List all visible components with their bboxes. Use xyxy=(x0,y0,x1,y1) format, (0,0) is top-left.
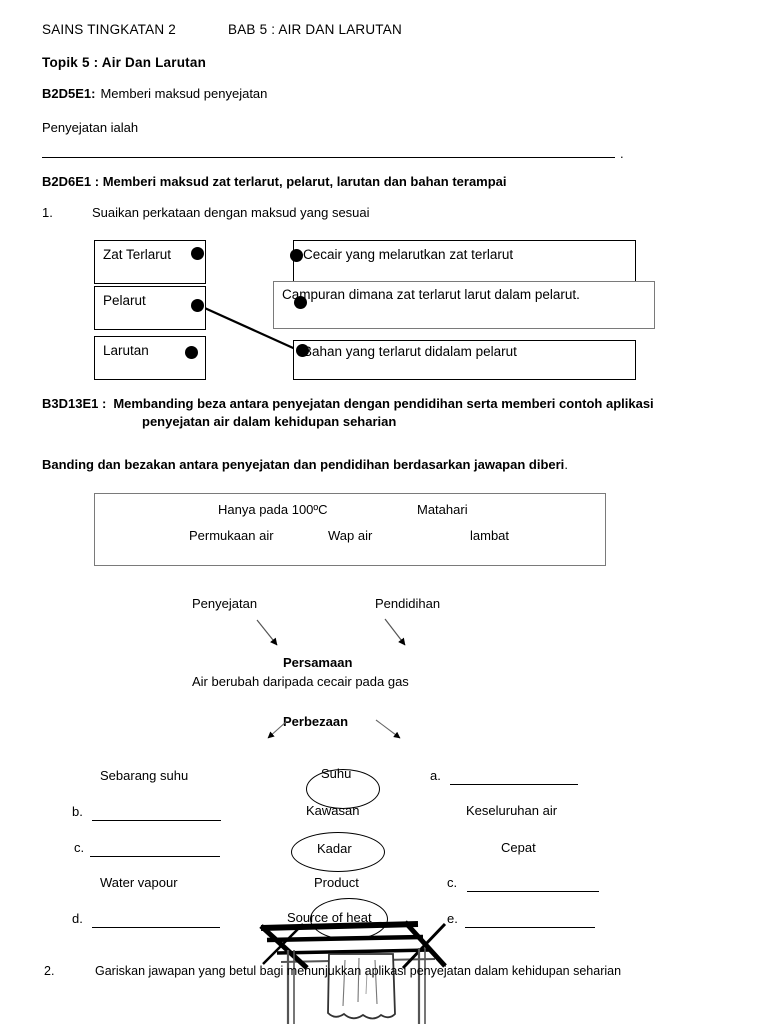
compare-right-blank-e[interactable] xyxy=(465,927,595,928)
compare-middle-oval-kadar xyxy=(291,832,385,872)
compare-middle-text-suhu: Suhu xyxy=(321,766,352,781)
term-box-pelarut[interactable]: Pelarut xyxy=(94,286,206,330)
definition-label-campuran: Campuran dimana zat terlarut larut dalam… xyxy=(282,287,580,302)
q2-number: 2. xyxy=(44,964,55,978)
header-subject: SAINS TINGKATAN 2 xyxy=(42,22,176,37)
compare-middle-text-kadar: Kadar xyxy=(317,841,352,856)
venn-label-pendidihan: Pendidihan xyxy=(375,596,441,611)
definition-box-cecair[interactable]: Cecair yang melarutkan zat terlarut xyxy=(293,240,636,284)
clothesline-drying-rack-icon xyxy=(259,920,447,1024)
penyejatan-answer-blank[interactable] xyxy=(42,157,615,158)
definition-box-campuran[interactable]: Campuran dimana zat terlarut larut dalam… xyxy=(273,281,655,329)
perbezaan-title: Perbezaan xyxy=(283,714,349,729)
penyejatan-period: . xyxy=(620,146,624,161)
definition-label-bahan: Bahan yang terlarut didalam pelarut xyxy=(303,344,517,359)
compare-left-label-c: c. xyxy=(74,840,85,855)
b3d13e1-code: B3D13E1 : xyxy=(42,396,107,411)
b3d13e1-instruction: Banding dan bezakan antara penyejatan da… xyxy=(42,457,565,472)
definition-dot-bahan[interactable] xyxy=(296,344,309,357)
compare-middle-text-source-of-heat: Source of heat xyxy=(287,910,372,925)
compare-right-label-c: c. xyxy=(447,875,458,890)
answer-bank-item-matahari: Matahari xyxy=(417,502,468,517)
compare-right-text-cepat: Cepat xyxy=(501,840,536,855)
venn-label-penyejatan: Penyejatan xyxy=(192,596,258,611)
definition-dot-campuran[interactable] xyxy=(294,296,307,309)
term-dot-larutan[interactable] xyxy=(185,346,198,359)
section-b2d6e1-heading: B2D6E1 : Memberi maksud zat terlarut, pe… xyxy=(42,174,507,189)
compare-middle-oval-suhu xyxy=(306,769,380,809)
persamaan-text: Air berubah daripada cecair pada gas xyxy=(192,674,409,689)
compare-right-blank-a[interactable] xyxy=(450,784,578,785)
term-label-zat-terlarut: Zat Terlarut xyxy=(103,247,172,262)
q1-number: 1. xyxy=(42,205,53,220)
compare-right-label-e: e. xyxy=(447,911,458,926)
section-b3d13e1-heading: B3D13E1 : Membanding beza antara penyejat… xyxy=(42,395,654,413)
b3d13e1-instruction-row: Banding dan bezakan antara penyejatan da… xyxy=(42,456,568,474)
topic-title: Topik 5 : Air Dan Larutan xyxy=(42,55,207,70)
answer-bank-item-lambat: lambat xyxy=(470,528,510,543)
b3d13e1-line2: penyejatan air dalam kehidupan seharian xyxy=(142,414,397,429)
persamaan-title: Persamaan xyxy=(283,655,353,670)
answer-bank-item-permukaan-air: Permukaan air xyxy=(189,528,274,543)
compare-left-blank-b[interactable] xyxy=(92,820,221,821)
b2d5e1-title: Memberi maksud penyejatan xyxy=(100,86,268,101)
section-b2d5e1-heading: B2D5E1: Memberi maksud penyejatan xyxy=(42,85,267,103)
term-label-pelarut: Pelarut xyxy=(103,293,146,308)
definition-dot-cecair[interactable] xyxy=(290,249,303,262)
definition-box-bahan[interactable]: Bahan yang terlarut didalam pelarut xyxy=(293,340,636,380)
term-box-zat-terlarut[interactable]: Zat Terlarut xyxy=(94,240,206,284)
compare-left-blank-c[interactable] xyxy=(90,856,220,857)
compare-middle-text-kawasan: Kawasan xyxy=(306,803,360,818)
definition-label-cecair: Cecair yang melarutkan zat terlarut xyxy=(303,247,514,262)
compare-right-blank-c[interactable] xyxy=(467,891,599,892)
compare-middle-text-product: Product xyxy=(314,875,359,890)
term-dot-pelarut[interactable] xyxy=(191,299,204,312)
term-label-larutan: Larutan xyxy=(103,343,149,358)
answer-bank-item-hanya-pada-100c: Hanya pada 100ºC xyxy=(218,502,328,517)
b2d5e1-code: B2D5E1: xyxy=(42,86,96,101)
compare-left-label-d: d. xyxy=(72,911,83,926)
q2-text: Gariskan jawapan yang betul bagi menunju… xyxy=(95,964,622,978)
compare-left-text-sebarang-suhu: Sebarang suhu xyxy=(100,768,189,783)
compare-left-blank-d[interactable] xyxy=(92,927,220,928)
compare-right-text-keseluruhan-air: Keseluruhan air xyxy=(466,803,558,818)
answer-bank-item-wap-air: Wap air xyxy=(328,528,373,543)
compare-left-text-water-vapour: Water vapour xyxy=(100,875,178,890)
answer-bank-box: Hanya pada 100ºC Matahari Permukaan air … xyxy=(94,493,606,566)
term-dot-zat-terlarut[interactable] xyxy=(191,247,204,260)
penyejatan-prompt: Penyejatan ialah xyxy=(42,120,139,135)
header-chapter: BAB 5 : AIR DAN LARUTAN xyxy=(228,22,402,37)
b3d13e1-line1: Membanding beza antara penyejatan dengan… xyxy=(113,396,654,411)
compare-right-label-a: a. xyxy=(430,768,441,783)
q1-instruction: Suaikan perkataan dengan maksud yang ses… xyxy=(92,205,370,220)
b3d13e1-instruction-period: . xyxy=(564,457,568,472)
compare-left-label-b: b. xyxy=(72,804,83,819)
